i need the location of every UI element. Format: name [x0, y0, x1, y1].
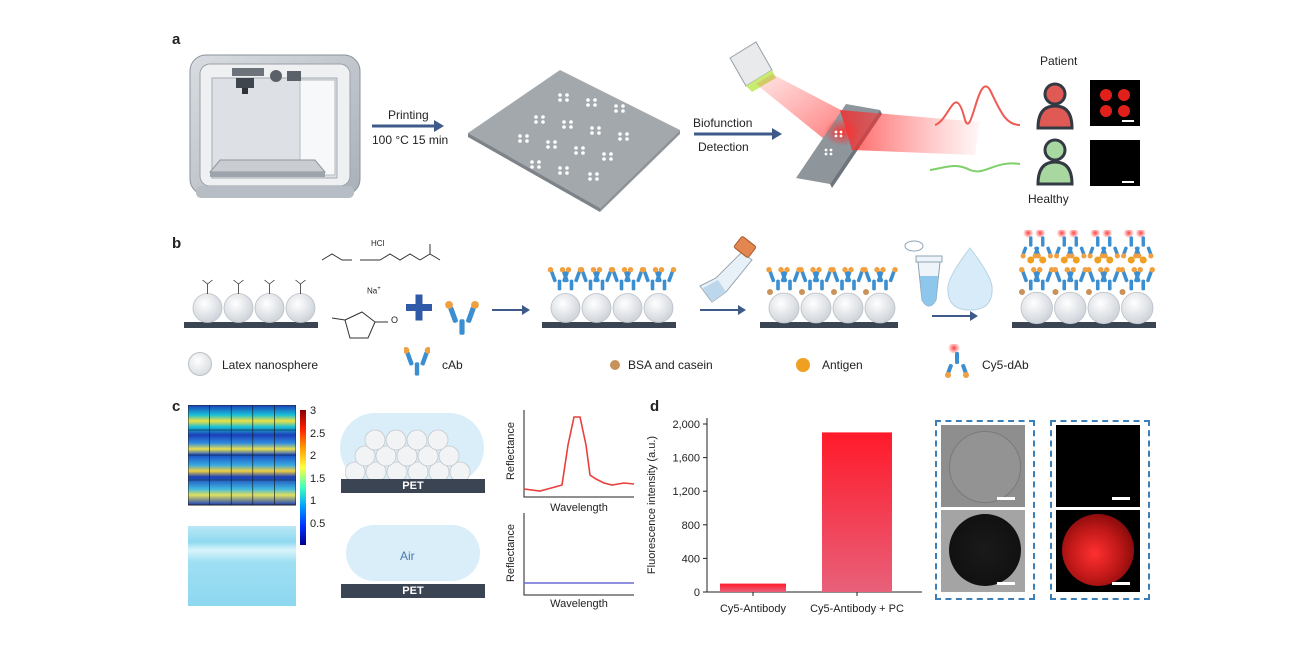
panel-label-d: d	[650, 398, 660, 415]
reflectance-plots: Reflectance Wavelength Reflectance Wavel…	[505, 410, 635, 610]
chart-ytick-label: 400	[682, 553, 700, 565]
colorbar-tick: 1.5	[310, 472, 326, 485]
chart-bar	[822, 432, 892, 592]
hcl-label: HCl	[371, 239, 385, 248]
simulation-field-map	[188, 405, 296, 506]
panel-a-illustration	[189, 41, 1140, 212]
chart-ytick-label: 1,200	[672, 486, 700, 498]
panel-label-c: c	[172, 398, 181, 415]
biofunction-label: Biofunction	[693, 116, 753, 130]
colorbar-tick: 2	[310, 450, 317, 462]
reflectance-ylabel-2: Reflectance	[505, 524, 517, 582]
cy5-dab-label: Cy5-dAb	[982, 358, 1029, 372]
reflectance-peak-curve	[523, 416, 635, 492]
brightfield-images-frame	[935, 420, 1035, 600]
pet-substrate-1: PET	[341, 479, 485, 493]
chart-ytick-label: 1,600	[672, 453, 700, 465]
healthy-signal-curve	[929, 162, 1021, 173]
na-label: Na+	[367, 286, 381, 296]
antigen-icon	[796, 358, 810, 372]
edc-structure	[321, 244, 441, 261]
chart-ytick-label: 2,000	[672, 419, 700, 431]
o-minus-label: O	[391, 315, 399, 325]
substrate-stages	[184, 230, 1156, 335]
chip-spots	[518, 93, 629, 181]
chart-xtick-label: Cy5-Antibody	[720, 603, 787, 615]
brightfield-image-control	[941, 425, 1025, 507]
colorbar-tick: 0.5	[310, 517, 326, 530]
panel-b-illustration	[184, 230, 1156, 339]
reflected-beam	[840, 110, 980, 155]
brightfield-image-pc	[941, 510, 1025, 592]
bsa-casein-icon	[610, 360, 620, 370]
chart-ytick-label: 0	[694, 587, 700, 599]
colorbar	[300, 410, 306, 545]
reagent-tube-icon	[699, 236, 757, 303]
pet-substrate-2: PET	[341, 584, 485, 598]
detection-label: Detection	[698, 140, 749, 154]
bsa-casein-label: BSA and casein	[628, 358, 713, 372]
reflectance-ylabel-1: Reflectance	[505, 422, 517, 480]
chart-xtick-label: Cy5-Antibody + PC	[810, 603, 904, 615]
printing-label: Printing	[388, 108, 429, 122]
latex-nanosphere-icon	[188, 352, 212, 376]
printing-conditions-label: 100 °C 15 min	[372, 133, 449, 147]
eppendorf-tube-icon	[904, 240, 943, 307]
strip-spots	[824, 130, 843, 156]
fluorescence-image-control	[1056, 425, 1140, 507]
air-label: Air	[400, 549, 415, 563]
fluorescence-images-frame	[1050, 420, 1150, 600]
patient-fluorescence-image	[1090, 80, 1140, 126]
wavelength-xlabel-1: Wavelength	[550, 502, 608, 514]
wavelength-xlabel-2: Wavelength	[550, 598, 608, 610]
chart-ytick-label: 800	[682, 520, 700, 532]
cy5-dab-icon	[945, 344, 969, 378]
healthy-fluorescence-image	[1090, 140, 1140, 186]
cab-label: cAb	[442, 358, 463, 372]
antigen-label: Antigen	[822, 358, 863, 372]
air-layer	[346, 525, 480, 581]
patient-signal-curve	[934, 85, 1021, 126]
cab-antibody-icon	[404, 347, 430, 376]
photonic-crystal-spheres	[345, 429, 471, 482]
colorbar-tick: 3	[310, 405, 317, 417]
colorbar-tick: 2.5	[310, 427, 326, 440]
healthy-person-icon	[1036, 138, 1074, 186]
colorbar-tick: 1	[310, 495, 317, 507]
fluorescence-image-pc	[1056, 510, 1140, 592]
3d-printer-icon	[189, 54, 361, 198]
chart-ylabel: Fluorescence intensity (a.u.)	[646, 436, 658, 574]
nhs-structure	[331, 311, 388, 339]
sample-drop-icon	[947, 247, 993, 311]
chart-bar	[720, 583, 786, 592]
healthy-label: Healthy	[1028, 192, 1069, 206]
transmission-map	[188, 526, 296, 606]
patient-label: Patient	[1040, 54, 1078, 68]
latex-nanosphere-label: Latex nanosphere	[222, 358, 319, 372]
panel-label-b: b	[172, 235, 182, 252]
patient-person-icon	[1036, 82, 1074, 130]
panel-label-a: a	[172, 31, 181, 48]
printed-chip	[468, 70, 680, 212]
